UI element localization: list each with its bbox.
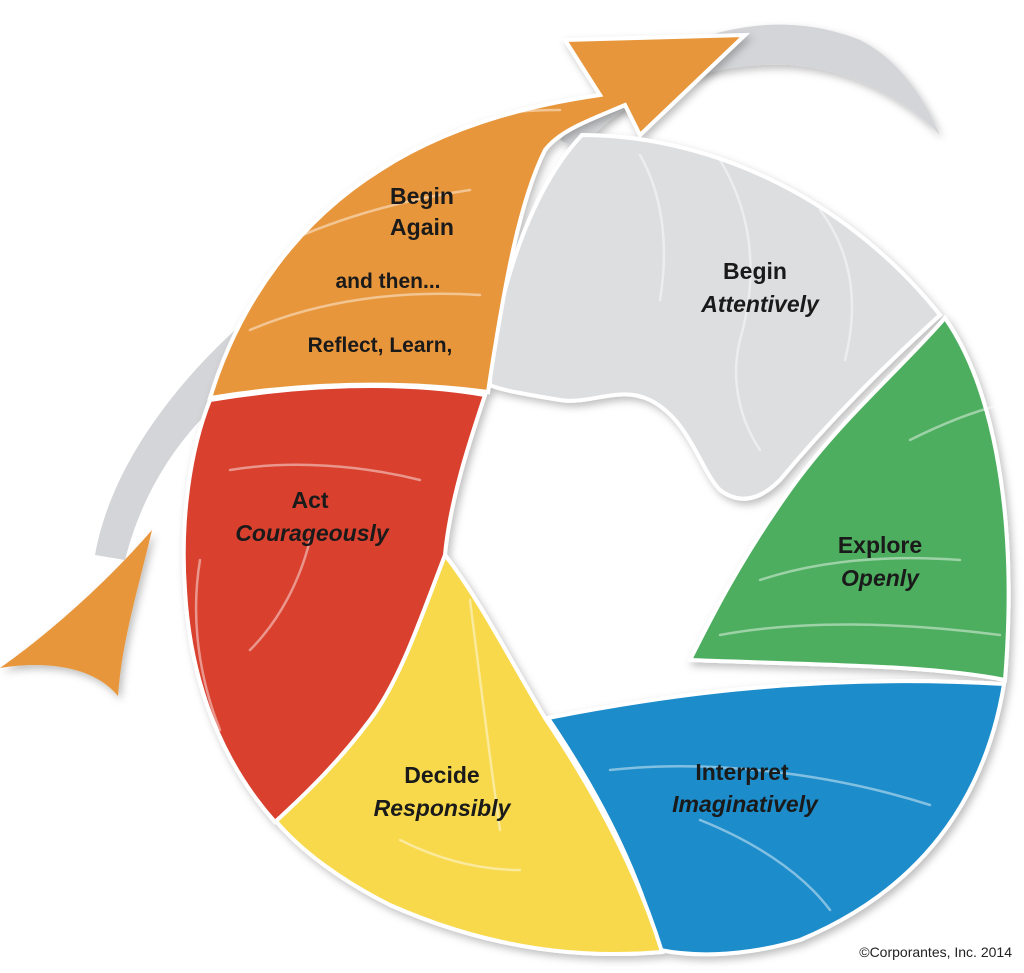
- label-begin-again: Begin Again and then... Reflect, Learn,: [308, 183, 454, 357]
- segment-begin-again: [207, 32, 751, 401]
- act-courageously-verb: Act: [291, 487, 328, 513]
- label-decide-responsibly: Decide Responsibly: [374, 762, 512, 821]
- explore-openly-verb: Explore: [838, 532, 922, 558]
- interpret-imaginatively-verb: Interpret: [695, 759, 789, 785]
- label-begin-attentively: Begin Attentively: [700, 258, 820, 317]
- label-act-courageously: Act Courageously: [235, 487, 390, 546]
- begin-again-line3: and then...: [336, 270, 441, 293]
- left-arrowhead: [0, 530, 152, 696]
- act-courageously-adverb: Courageously: [235, 520, 390, 546]
- gray-ribbon-left: [95, 330, 235, 560]
- label-interpret-imaginatively: Interpret Imaginatively: [672, 759, 819, 817]
- begin-attentively-verb: Begin: [723, 258, 787, 284]
- decide-responsibly-verb: Decide: [404, 762, 479, 788]
- segment-explore-openly: [686, 314, 1011, 683]
- decorative-streaks: [194, 108, 1002, 912]
- label-explore-openly: Explore Openly: [838, 532, 922, 591]
- explore-openly-adverb: Openly: [841, 565, 920, 591]
- gray-ribbon-top: [560, 24, 940, 150]
- decide-responsibly-adverb: Responsibly: [374, 795, 512, 821]
- begin-attentively-adverb: Attentively: [700, 291, 820, 317]
- begin-again-line1: Begin: [390, 183, 454, 209]
- segment-act-courageously: [181, 383, 488, 825]
- begin-again-line4: Reflect, Learn,: [308, 334, 453, 357]
- begin-again-line2: Again: [390, 214, 454, 240]
- interpret-imaginatively-adverb: Imaginatively: [672, 791, 819, 817]
- copyright-notice: ©Corporantes, Inc. 2014: [859, 944, 1012, 960]
